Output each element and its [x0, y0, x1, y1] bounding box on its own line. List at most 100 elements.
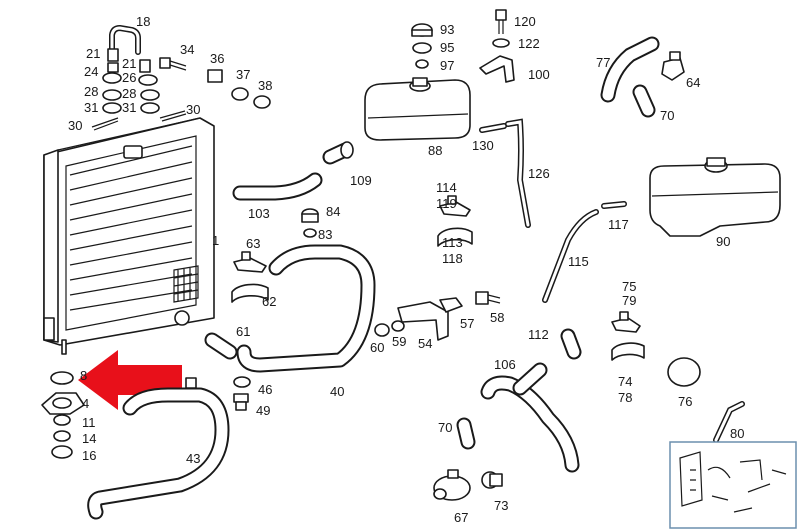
sleeve-61: [204, 332, 238, 360]
part-label: 119: [436, 196, 457, 211]
part-label: 67: [454, 510, 468, 525]
clip-114: [439, 195, 471, 217]
hose-106: [480, 362, 580, 473]
part-label: 70: [438, 420, 452, 435]
part-label: 57: [460, 316, 474, 331]
bracket-100: [479, 55, 515, 83]
bolt-34: [159, 57, 187, 71]
part-label: 95: [440, 40, 454, 55]
part-label: 30: [186, 102, 200, 117]
split-pin-left: [91, 117, 119, 131]
washer-59: [391, 320, 405, 332]
clip-63: [233, 251, 267, 273]
part-label: 60: [370, 340, 384, 355]
housing-67: [433, 469, 471, 501]
part-label: 78: [618, 390, 632, 405]
part-label: 109: [350, 173, 372, 188]
part-label: 97: [440, 58, 454, 73]
part-label: 90: [716, 234, 730, 249]
part-label: 80: [730, 426, 744, 441]
part-label: 76: [678, 394, 692, 409]
part-label: 79: [622, 293, 636, 308]
radiator: [43, 117, 215, 355]
washer-122: [492, 38, 510, 48]
part-label: 37: [236, 67, 250, 82]
cap-93: [411, 23, 433, 37]
part-label: 38: [258, 78, 272, 93]
part-label: 93: [440, 22, 454, 37]
part-label: 100: [528, 67, 550, 82]
tank-88: [364, 77, 471, 141]
part-label: 64: [686, 75, 700, 90]
sensor-64: [661, 51, 685, 81]
split-pin-right: [159, 110, 187, 122]
part-label: 106: [494, 357, 516, 372]
part-label: 28: [122, 86, 136, 101]
clamp-74: [611, 342, 645, 361]
part-label: 59: [392, 334, 406, 349]
part-label: 8: [80, 368, 87, 383]
mount-stack-lower: [41, 371, 85, 459]
hose-103: [232, 172, 323, 201]
part-label: 73: [494, 498, 508, 513]
sleeve-70-lower: [456, 417, 476, 450]
washer-46: [233, 376, 251, 388]
part-label: 103: [248, 206, 270, 221]
thermostat-73: [481, 471, 503, 489]
sleeve-112: [560, 328, 582, 360]
mount-stack-right: [138, 59, 160, 114]
part-label: 40: [330, 384, 344, 399]
mount-stack-left: [102, 48, 122, 114]
part-label: 120: [514, 14, 536, 29]
nut-38: [253, 95, 271, 109]
part-label: 11: [82, 415, 96, 430]
ring-97: [415, 59, 429, 69]
clamp-62: [231, 283, 269, 303]
part-label: 54: [418, 336, 432, 351]
part-label: 115: [568, 254, 589, 269]
hose-77: [600, 36, 660, 103]
part-label: 83: [318, 227, 332, 242]
part-label: 126: [528, 166, 550, 181]
sleeve-70-upper: [632, 84, 656, 118]
part-label: 74: [618, 374, 632, 389]
bolt-58: [475, 291, 501, 305]
part-label: 28: [84, 84, 98, 99]
part-label: 31: [122, 100, 136, 115]
part-label: 36: [210, 51, 224, 66]
overview-inset: [669, 441, 797, 529]
part-label: 113: [442, 235, 463, 250]
part-label: 21: [86, 46, 100, 61]
part-label: 14: [82, 431, 96, 446]
washer-37: [231, 87, 249, 101]
part-label: 62: [262, 294, 276, 309]
part-label: 43: [186, 451, 200, 466]
part-label: 58: [490, 310, 504, 325]
part-label: 49: [256, 403, 270, 418]
part-label: 112: [528, 327, 549, 342]
seal-95: [412, 42, 432, 54]
seal-83: [303, 228, 317, 238]
clamp-76: [667, 357, 701, 387]
part-label: 118: [442, 251, 463, 266]
hose-40: [236, 244, 376, 373]
part-label: 18: [136, 14, 150, 29]
part-label: 31: [84, 100, 98, 115]
part-label: 16: [82, 448, 96, 463]
part-label: 117: [608, 217, 629, 232]
clip-57: [439, 297, 463, 313]
part-label: 24: [84, 64, 98, 79]
hose-43: [87, 377, 230, 520]
part-label: 1: [212, 233, 219, 248]
part-label: 77: [596, 55, 610, 70]
plug-49: [233, 393, 249, 411]
cap-84: [301, 208, 319, 223]
bracket-54: [397, 301, 449, 341]
part-label: 70: [660, 108, 674, 123]
part-label: 122: [518, 36, 540, 51]
clamp-113: [437, 227, 473, 247]
tank-90: [649, 157, 781, 237]
